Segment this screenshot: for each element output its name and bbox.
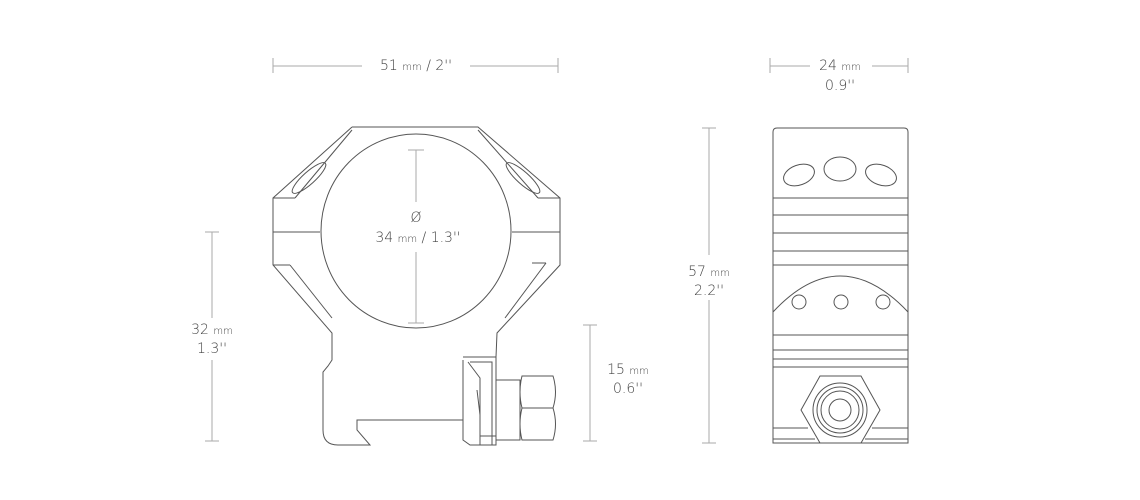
height-label: 32 mm bbox=[191, 322, 233, 338]
depth-label: 24 mm bbox=[819, 58, 861, 74]
ring-diameter-dimension: Ø 34 mm / 1.3'' bbox=[375, 149, 461, 324]
total-height-dimension: 57 mm 2.2'' bbox=[688, 127, 730, 444]
depth-dimension: 24 mm 0.9'' bbox=[769, 58, 909, 94]
clamp-imperial: 0.6'' bbox=[613, 381, 643, 397]
ring-diameter-label: 34 mm / 1.3'' bbox=[375, 230, 460, 246]
depth-imperial: 0.9'' bbox=[825, 78, 855, 94]
clamp-dimension: 15 mm 0.6'' bbox=[583, 324, 650, 442]
height-imperial: 1.3'' bbox=[197, 341, 227, 357]
diameter-symbol: Ø bbox=[410, 210, 421, 226]
total-height-label: 57 mm bbox=[688, 264, 730, 280]
ring-front-view bbox=[272, 126, 561, 446]
width-dimension: 51 mm / 2'' bbox=[272, 58, 559, 74]
height-dimension: 32 mm 1.3'' bbox=[191, 231, 233, 442]
clamp-label: 15 mm bbox=[607, 362, 649, 378]
total-height-imperial: 2.2'' bbox=[694, 283, 724, 299]
width-label: 51 mm / 2'' bbox=[380, 58, 452, 74]
ring-side-view bbox=[772, 127, 909, 444]
